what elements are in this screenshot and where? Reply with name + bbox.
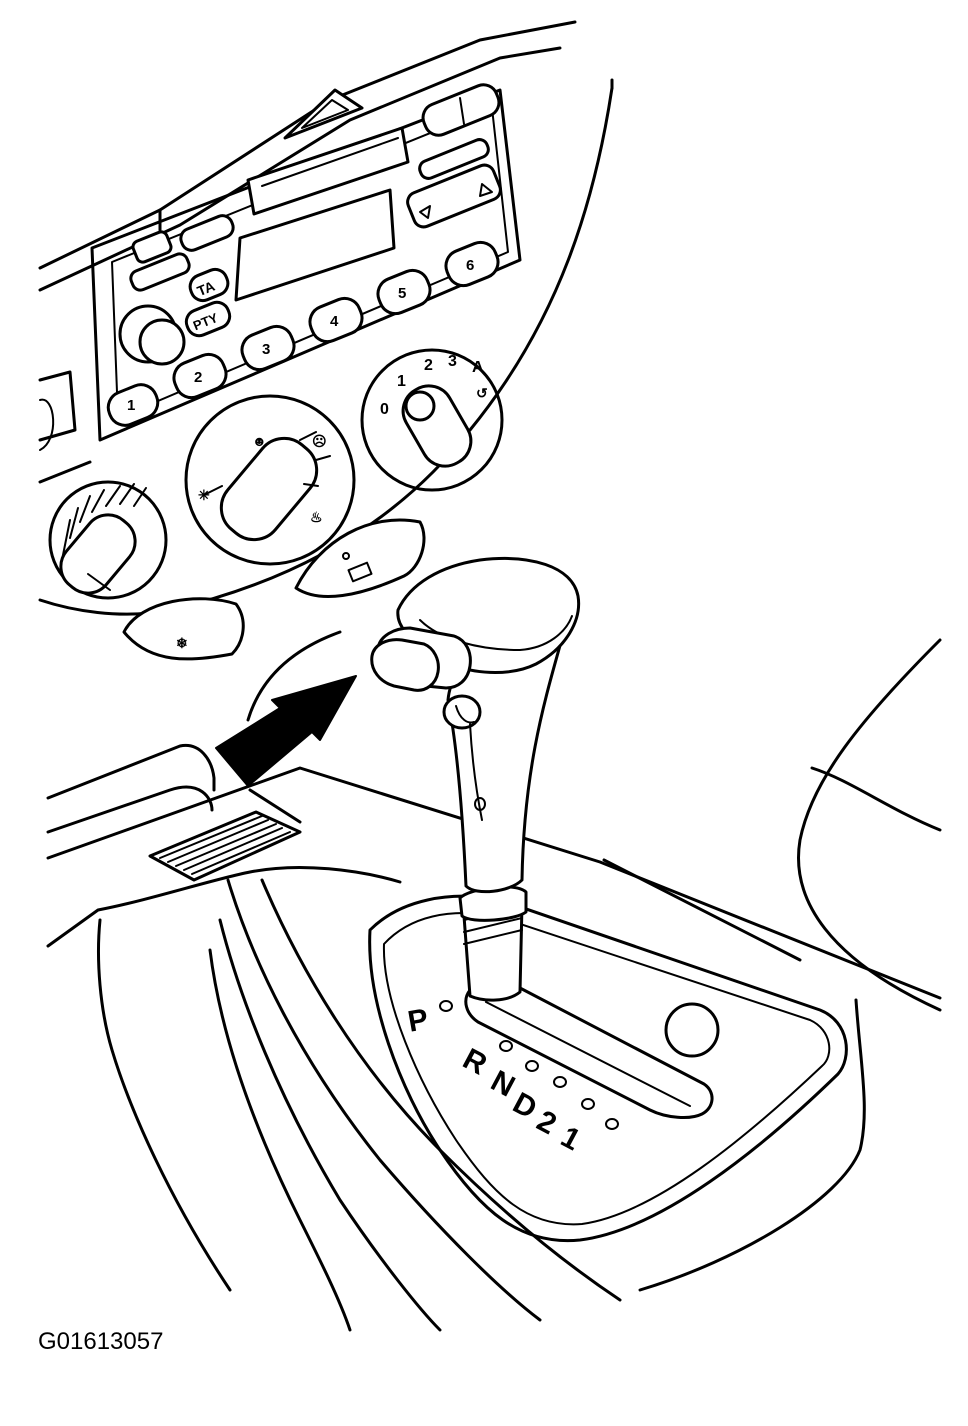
fan-icon: ✳ xyxy=(198,487,210,503)
center-console xyxy=(46,638,942,1332)
shift-lock-release-button[interactable] xyxy=(370,626,472,692)
ta-label: TA xyxy=(195,278,217,299)
hazard-button[interactable] xyxy=(283,88,364,140)
console-vent xyxy=(148,810,302,882)
mode-dial-label-1: 1 xyxy=(397,373,406,390)
direction-arrow xyxy=(215,675,357,787)
radio-unit: TA PTY 1 2 3 4 5 6 xyxy=(90,83,522,442)
ac-button[interactable] xyxy=(122,597,245,661)
temperature-dial[interactable] xyxy=(48,480,168,600)
mode-button[interactable] xyxy=(417,137,491,181)
mode-dial-label-a: A xyxy=(472,359,484,376)
figure-id: G01613057 xyxy=(38,1328,164,1355)
preset-label-2: 2 xyxy=(194,369,202,386)
recirc-icon: ↺ xyxy=(476,385,488,401)
floor-vent-icon: ☹ xyxy=(312,433,327,449)
gear-label-p: P xyxy=(405,1003,430,1039)
seek-button[interactable] xyxy=(405,162,504,230)
cd-button[interactable] xyxy=(128,251,191,292)
gear-label-n: N xyxy=(485,1064,520,1103)
heater-controls: ☻ ☹ ♨ ✳ 0 1 2 3 A ↺ ❄ xyxy=(48,348,504,661)
band-button[interactable] xyxy=(131,230,173,264)
radio-display xyxy=(234,188,396,302)
overdrive-button[interactable] xyxy=(664,1002,720,1058)
ta-button[interactable] xyxy=(187,266,232,304)
preset-button-2[interactable] xyxy=(169,350,231,403)
preset-button-4[interactable] xyxy=(305,294,367,347)
pty-button[interactable] xyxy=(183,299,234,340)
preset-button-6[interactable] xyxy=(441,238,503,291)
am-fm-button[interactable] xyxy=(178,213,236,254)
preset-label-1: 1 xyxy=(127,397,135,414)
gear-label-r: R xyxy=(457,1042,492,1081)
rear-defrost-button[interactable] xyxy=(294,518,426,599)
air-distribution-dial[interactable] xyxy=(184,394,356,566)
gear-position-dots xyxy=(439,1000,619,1130)
mode-dial-label-2: 2 xyxy=(424,357,433,374)
preset-label-4: 4 xyxy=(330,313,339,330)
gear-label-d: D xyxy=(507,1086,542,1125)
preset-buttons: 1 2 3 4 5 6 xyxy=(103,238,503,430)
gear-label-2: 2 xyxy=(531,1104,561,1141)
ac-icon: ❄ xyxy=(176,635,188,651)
blower-speed-dial[interactable] xyxy=(360,348,504,492)
preset-button-1[interactable] xyxy=(103,380,162,430)
face-vent-icon: ☻ xyxy=(252,433,267,449)
preset-button-3[interactable] xyxy=(237,322,299,375)
mode-dial-label-0: 0 xyxy=(380,401,389,418)
preset-label-5: 5 xyxy=(398,285,406,302)
mode-dial-label-3: 3 xyxy=(448,353,457,370)
preset-label-3: 3 xyxy=(262,341,270,358)
defrost-icon: ♨ xyxy=(310,509,323,525)
preset-button-5[interactable] xyxy=(373,266,435,319)
gear-label-1: 1 xyxy=(555,1120,585,1157)
preset-label-6: 6 xyxy=(466,257,474,274)
